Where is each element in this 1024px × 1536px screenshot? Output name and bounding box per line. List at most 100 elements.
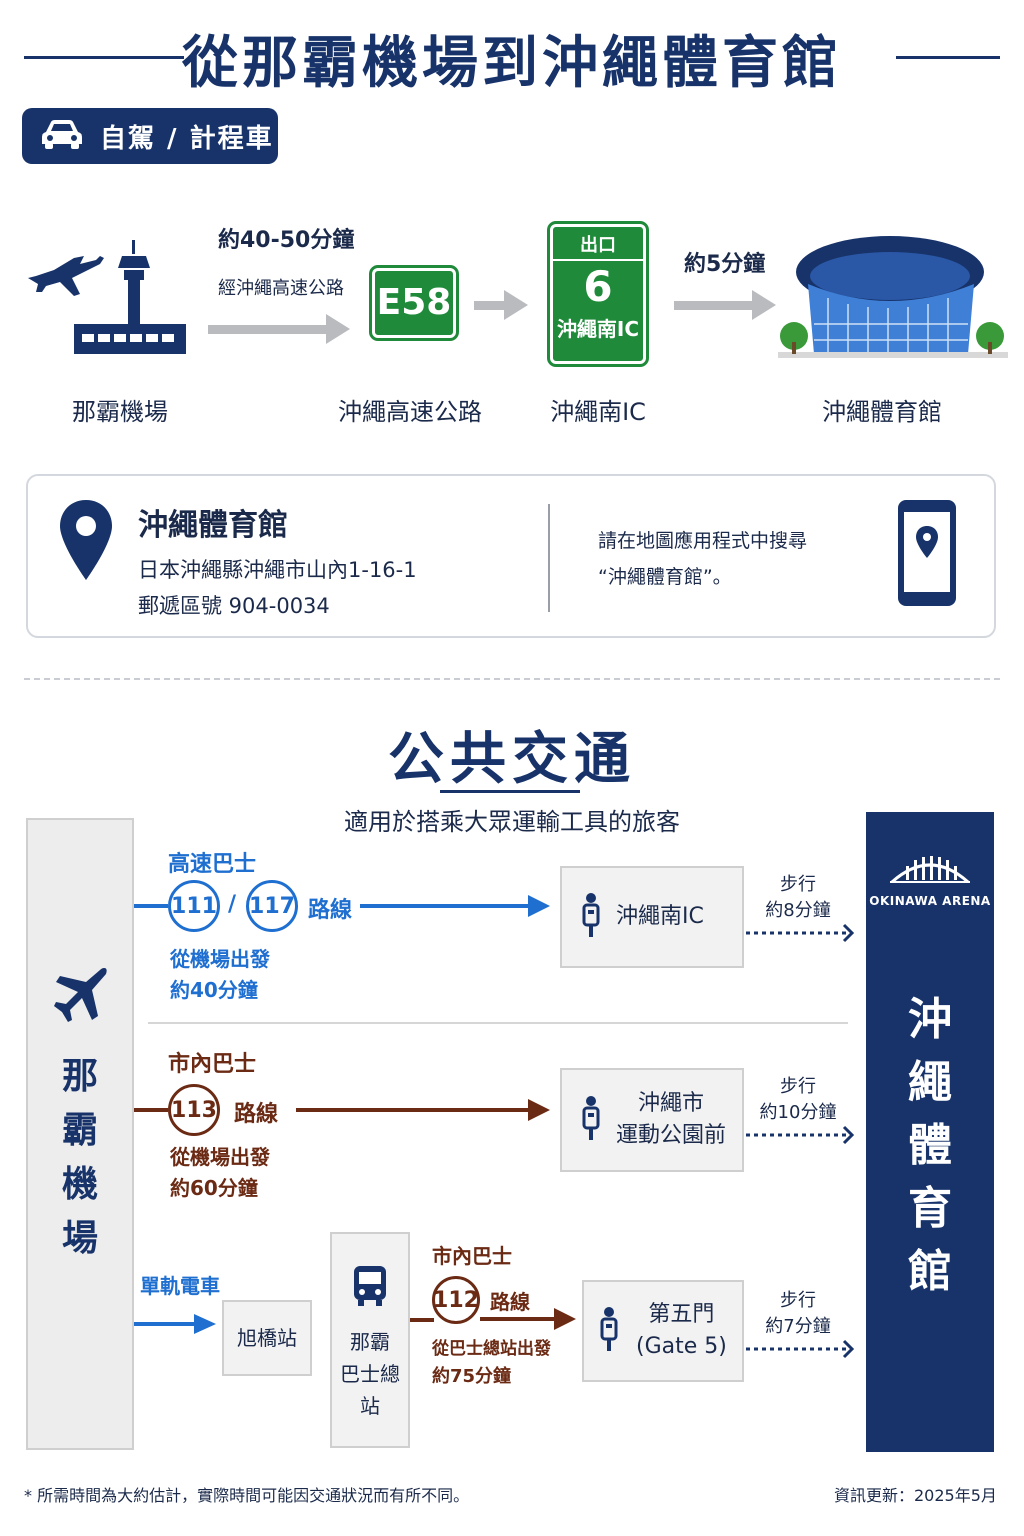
route-2-walk-time: 約10分鐘 (759, 1102, 837, 1123)
airport-label: 那霸機場 (28, 1050, 132, 1266)
stop-okinawa-minami-ic: 沖繩南IC (560, 866, 744, 968)
title-rule-left (24, 56, 184, 59)
arena-label: 沖繩體育館 (866, 988, 994, 1303)
route-3-depart: 從巴士總站出發 (432, 1339, 551, 1359)
route-117-badge: 117 (246, 880, 298, 932)
footer-updated: 資訊更新：2025年5月 (834, 1486, 997, 1505)
arrow-right-icon (208, 312, 352, 350)
section-divider (24, 678, 1000, 680)
airport-icon (24, 236, 194, 364)
route-separator-line (148, 1022, 848, 1024)
bus-stop-icon (580, 892, 602, 942)
route-1-word: 路線 (308, 898, 353, 923)
route-3-category: 市內巴士 (432, 1244, 512, 1268)
search-hint-line-1: 請在地圖應用程式中搜尋 (598, 530, 808, 552)
footer-note: * 所需時間為大約估計，實際時間可能因交通狀況而有所不同。 (24, 1486, 470, 1505)
route-2-lead-line (134, 1108, 168, 1112)
search-hint-line-2: “沖繩體育館”。 (598, 566, 732, 588)
terminal-name: 那霸 巴士總站 (332, 1326, 408, 1422)
drive-badge-label: 自駕 / 計程車 (100, 123, 274, 154)
venue-postal: 郵遞區號 904-0034 (138, 594, 330, 618)
stop-2-name-line-2: 運動公園前 (616, 1123, 727, 1148)
route-3-walk-arrow (746, 1338, 858, 1364)
exit-name: 沖繩南IC (556, 317, 640, 341)
route-2-category: 市內巴士 (168, 1052, 257, 1077)
exit-6-sign: 出口 6 沖繩南IC (547, 221, 649, 367)
route-1-depart: 從機場出發 (170, 947, 270, 971)
naha-bus-terminal: 那霸 巴士總站 (330, 1232, 410, 1448)
title-rule-right (896, 56, 1000, 59)
station-asahibashi: 旭橋站 (222, 1300, 312, 1376)
public-transport-title: 公共交通 (388, 727, 636, 792)
drive-step-airport: 那霸機場 (72, 398, 168, 426)
drive-time-2: 約5分鐘 (684, 252, 766, 277)
drive-time-1: 約40-50分鐘 (218, 228, 355, 253)
venue-address: 日本沖繩縣沖繩市山內1-16-1 (138, 558, 417, 582)
arena-logo-text: OKINAWA ARENA (869, 894, 991, 908)
venue-name: 沖繩體育館 (138, 508, 288, 543)
highway-e58-sign: E58 (369, 265, 459, 341)
route-1-walk-time: 約8分鐘 (765, 900, 831, 921)
route-1-separator: / (228, 892, 237, 917)
drive-taxi-badge: 自駕 / 計程車 (22, 108, 278, 164)
route-2-word: 路線 (234, 1102, 279, 1127)
stop-1-name: 沖繩南IC (616, 904, 704, 929)
map-pin-icon (58, 498, 114, 586)
station-name: 旭橋站 (237, 1326, 297, 1350)
airport-vertical-text: 那霸機場 (61, 1056, 98, 1259)
route-111-badge: 111 (168, 880, 220, 932)
drive-via-note: 經沖繩高速公路 (218, 278, 344, 299)
route-3-arrow (480, 1306, 578, 1336)
route-3-word: 路線 (490, 1290, 530, 1314)
route-3-monorail-label: 單軌電車 (140, 1274, 220, 1298)
bus-stop-icon (598, 1306, 620, 1356)
exit-top-label: 出口 (553, 231, 643, 261)
stop-3-name-line-2: (Gate 5) (636, 1334, 727, 1359)
stop-2-name-line-1: 沖繩市 (638, 1091, 705, 1116)
route-3-lead-line (410, 1318, 434, 1322)
stop-gate-5: 第五門 (Gate 5) (582, 1280, 744, 1382)
drive-step-exit: 沖繩南IC (550, 398, 646, 426)
public-transport-title-underline (440, 790, 580, 793)
terminal-name-line-2: 巴士總站 (340, 1362, 400, 1418)
arrow-right-icon (674, 288, 778, 326)
route-2-walk-arrow (746, 1124, 858, 1150)
route-1-category: 高速巴士 (168, 852, 257, 877)
terminal-name-line-1: 那霸 (350, 1330, 390, 1354)
route-2-arrow (296, 1097, 552, 1127)
public-transport-subtitle: 適用於搭乘大眾運輸工具的旅客 (344, 808, 680, 836)
exit-number: 6 (583, 262, 613, 311)
drive-step-highway: 沖繩高速公路 (338, 398, 482, 426)
phone-map-icon (896, 498, 958, 612)
route-3-monorail-arrow (134, 1312, 218, 1340)
route-2-depart: 從機場出發 (170, 1145, 270, 1169)
route-113-badge: 113 (168, 1084, 220, 1136)
car-icon (40, 118, 84, 154)
venue-info-card: 沖繩體育館 日本沖繩縣沖繩市山內1-16-1 郵遞區號 904-0034 請在地… (26, 474, 996, 638)
bus-icon (352, 1264, 388, 1312)
arrow-right-icon (474, 288, 530, 326)
stop-3-name: 第五門 (Gate 5) (636, 1299, 727, 1363)
route-1-walk-arrow (746, 922, 858, 948)
route-3-walk-time: 約7分鐘 (765, 1316, 831, 1337)
route-1-lead-line (134, 904, 168, 908)
route-2-time: 約60分鐘 (170, 1176, 258, 1200)
arena-vertical-text: 沖繩體育館 (908, 994, 952, 1297)
route-1-time: 約40分鐘 (170, 978, 258, 1002)
bus-stop-icon (580, 1095, 602, 1145)
airplane-icon (52, 966, 108, 1030)
stop-okinawa-city-sports-park: 沖繩市 運動公園前 (560, 1068, 744, 1172)
route-1-walk: 步行 約8分鐘 (748, 872, 848, 924)
page-title: 從那霸機場到沖繩體育館 (182, 31, 842, 96)
okinawa-arena-column: OKINAWA ARENA 沖繩體育館 (866, 812, 994, 1452)
route-1-walk-label: 步行 (780, 874, 816, 895)
info-divider (548, 504, 550, 612)
route-112-badge: 112 (432, 1276, 480, 1324)
naha-airport-column: 那霸機場 (26, 818, 134, 1450)
route-3-walk: 步行 約7分鐘 (748, 1288, 848, 1340)
route-3-walk-label: 步行 (780, 1290, 816, 1311)
arena-building-icon (778, 232, 1008, 366)
stop-3-name-line-1: 第五門 (648, 1302, 715, 1327)
arena-logo-icon (888, 846, 972, 890)
route-3-time: 約75分鐘 (432, 1366, 512, 1387)
